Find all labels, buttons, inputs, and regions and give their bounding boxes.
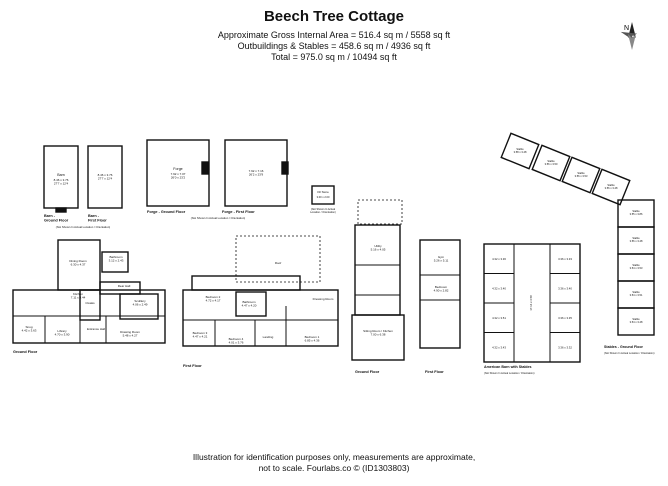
forge-ground-label: Forge - Ground Floor bbox=[147, 210, 186, 214]
stables-note: (Not Shown In Actual Location / Orientat… bbox=[604, 351, 655, 355]
barn-ground-outline bbox=[43, 145, 79, 209]
american-barn-right-1: 3.36 x 3.40 bbox=[558, 287, 572, 291]
house-ground-label: Ground Floor bbox=[13, 350, 38, 354]
barn-room-label: Barn bbox=[57, 173, 65, 177]
stable-diag-3 bbox=[591, 168, 631, 206]
house-bathroom bbox=[101, 251, 129, 273]
house-ground-room-8: Cloaks bbox=[85, 301, 95, 305]
american-barn-right-3: 3.36 x 3.32 bbox=[558, 346, 572, 350]
annexe-first-outline bbox=[419, 239, 461, 349]
american-barn-label: American Barn with Stables bbox=[484, 365, 532, 369]
stable-diag-2 bbox=[561, 156, 601, 194]
stables-label: Stables - Ground Floor bbox=[604, 345, 644, 349]
disclaimer-line-2: not to scale. Fourlabs.co © (ID1303803) bbox=[258, 463, 410, 473]
disclaimer-line-1: Illustration for identification purposes… bbox=[192, 452, 476, 462]
barn-ground-label: Barn -Ground Floor bbox=[44, 214, 69, 222]
american-barn-left-2: 4.32 x 3.51 bbox=[492, 316, 506, 320]
house-first-room-6: Landing bbox=[263, 335, 274, 339]
barn-step bbox=[55, 207, 67, 213]
oil-store-label: Oil Store bbox=[317, 190, 329, 194]
house-first-room-7: Roof bbox=[275, 261, 282, 265]
american-barn-left-0: 4.32 x 3.36 bbox=[492, 257, 506, 261]
forge-first-chimney bbox=[281, 161, 289, 175]
house-ground-room-9: Entrance Hall bbox=[87, 327, 105, 331]
outbuildings-area: Outbuildings & Stables = 458.6 sq m / 49… bbox=[237, 41, 431, 51]
american-barn-note: (Not Shown In Actual Location / Orientat… bbox=[484, 371, 535, 375]
forge-note: (Not Shown In Actual Location / Orientat… bbox=[191, 216, 245, 220]
house-scullery bbox=[119, 293, 159, 320]
house-first-bathroom bbox=[235, 291, 267, 317]
barn-note: (Not Shown In Actual Location / Orientat… bbox=[56, 225, 110, 229]
stable-vert-4 bbox=[617, 307, 655, 336]
barn-first-outline bbox=[87, 145, 123, 209]
house-roof-outline bbox=[235, 235, 321, 283]
american-barn-right-0: 3.36 x 3.33 bbox=[558, 257, 572, 261]
total-area: Total = 975.0 sq m / 10494 sq ft bbox=[271, 52, 397, 62]
barn-first-label: Barn -First Floor bbox=[88, 214, 107, 222]
house-first-top bbox=[191, 275, 301, 291]
page-title: Beech Tree Cottage bbox=[263, 8, 405, 25]
forge-chimney bbox=[201, 161, 209, 175]
annexe-ground-label: Ground Floor bbox=[355, 370, 380, 374]
american-barn-right-2: 3.36 x 3.35 bbox=[558, 316, 572, 320]
compass-label: N bbox=[624, 25, 629, 32]
oil-store-outline bbox=[311, 185, 335, 205]
annexe-ground-lower bbox=[351, 314, 405, 361]
house-first-room-5: Dressing Room bbox=[313, 297, 334, 301]
annexe-first-label: First Floor bbox=[425, 370, 444, 374]
forge-ground-outline bbox=[146, 139, 210, 207]
house-first-label: First Floor bbox=[183, 364, 202, 368]
house-cloaks bbox=[79, 289, 101, 321]
annexe-ground-outline bbox=[354, 224, 401, 316]
american-barn-aisle: 17.16 x 3.58 bbox=[529, 295, 533, 311]
compass-icon: N bbox=[620, 22, 638, 50]
forge-room-label: Forge bbox=[173, 167, 182, 171]
american-barn-left-3: 4.32 x 3.43 bbox=[492, 346, 506, 350]
annexe-porch bbox=[357, 199, 403, 225]
oil-store-dims: 3.00 x 2.00 bbox=[317, 195, 330, 199]
forge-first-label: Forge - First Floor bbox=[222, 210, 255, 214]
gross-area: Approximate Gross Internal Area = 516.4 … bbox=[217, 30, 451, 40]
house-ground-room-7: Rear Hall bbox=[118, 284, 131, 288]
stable-diag-0 bbox=[500, 132, 540, 170]
american-barn-left-1: 4.32 x 3.40 bbox=[492, 287, 506, 291]
house-first-outline bbox=[182, 289, 339, 347]
stable-diag-1 bbox=[531, 144, 571, 182]
